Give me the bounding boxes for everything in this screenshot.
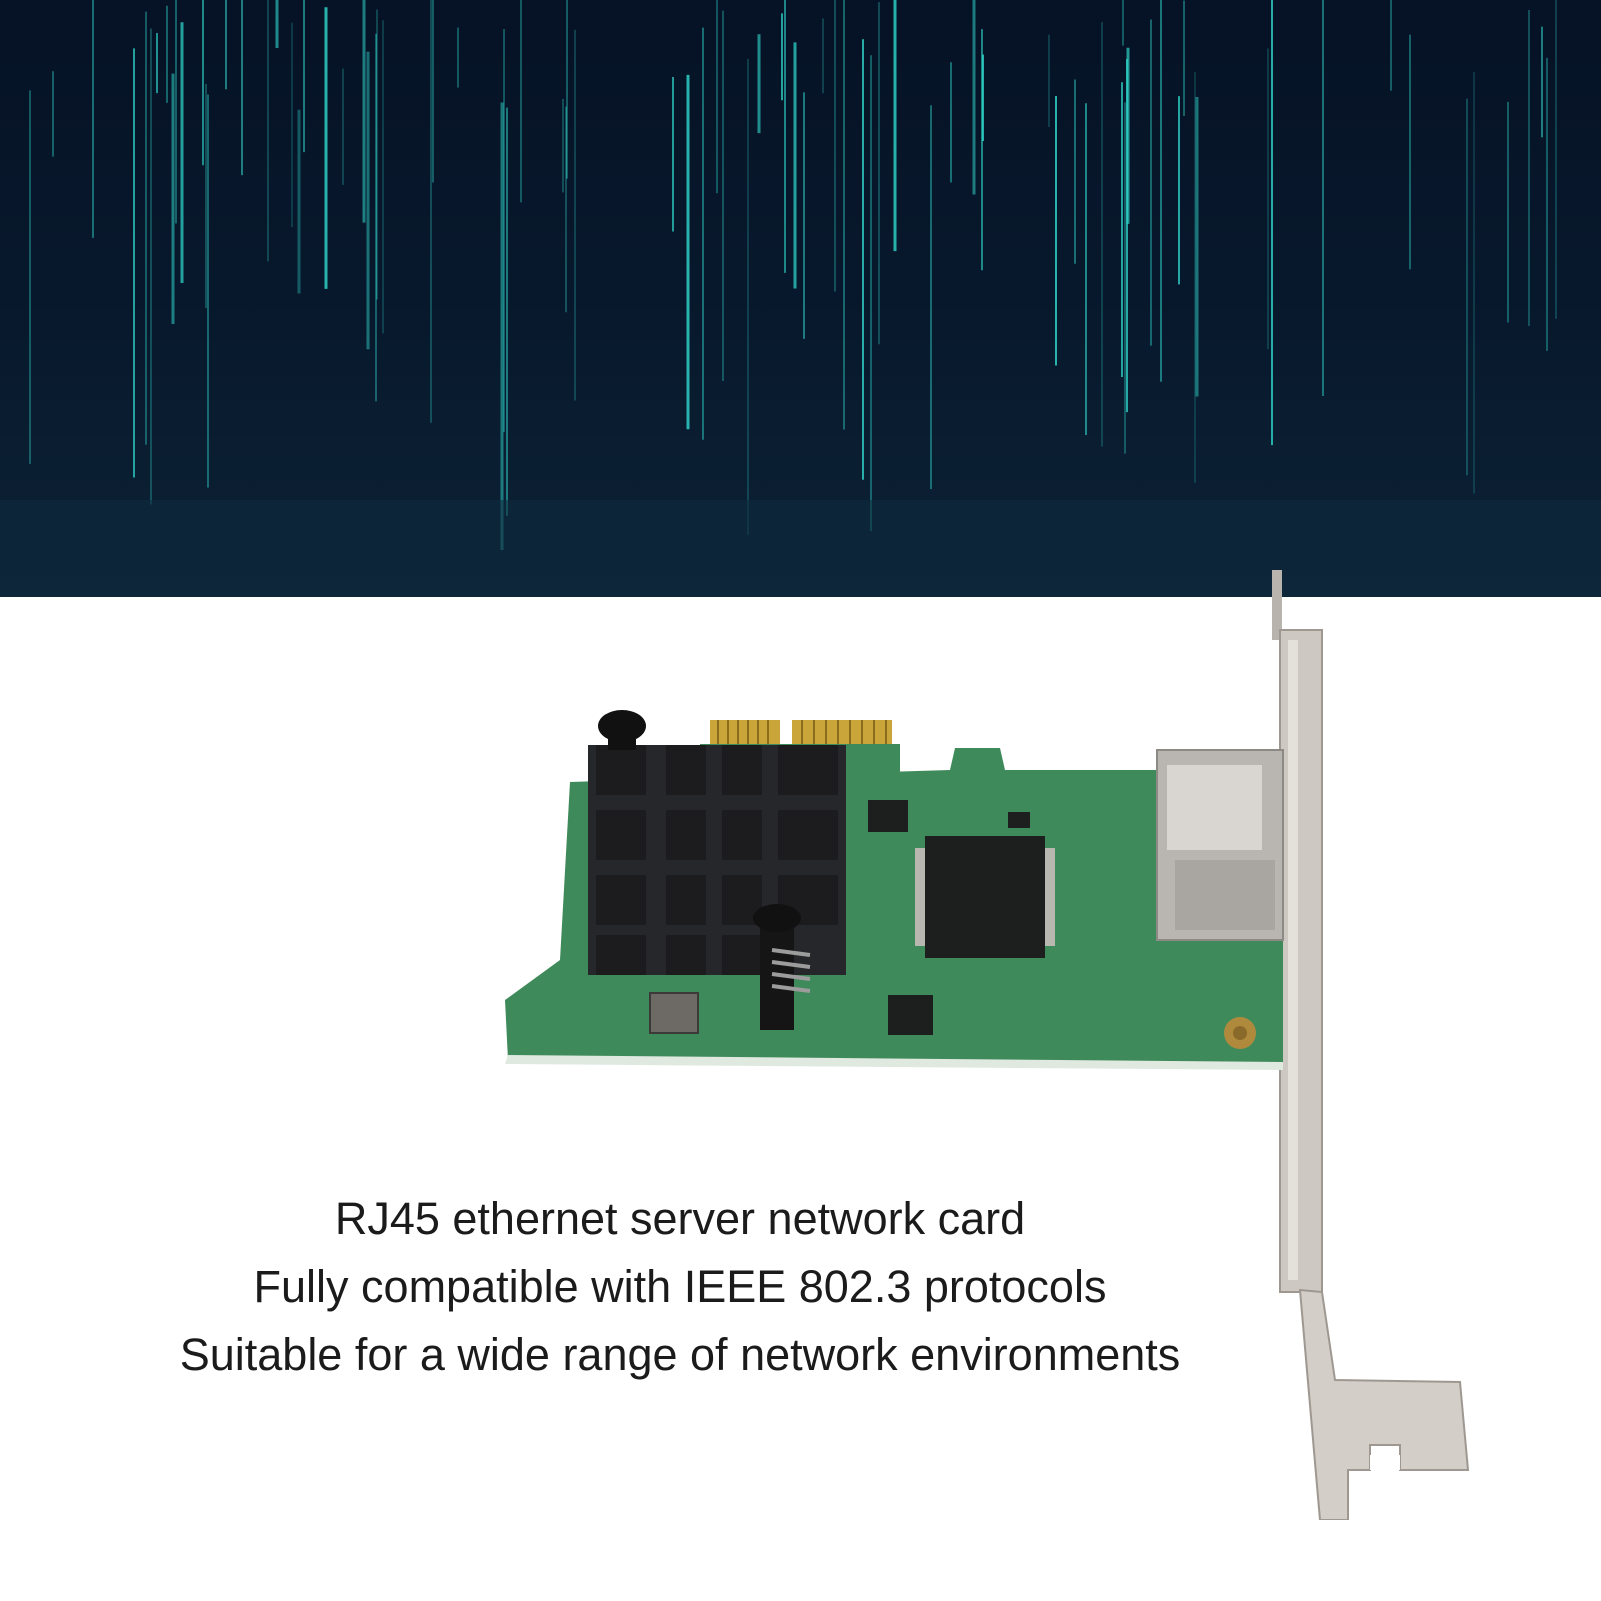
feature-captions: RJ45 ethernet server network card Fully … — [100, 1185, 1260, 1389]
rain-floor-glow — [0, 500, 1601, 597]
feature-line-3: Suitable for a wide range of network env… — [179, 1329, 1181, 1380]
controller-chip — [915, 836, 1055, 958]
feature-line-2: Fully compatible with IEEE 802.3 protoco… — [253, 1261, 1107, 1312]
metal-bracket — [1272, 570, 1470, 1520]
digital-rain-illustration — [0, 0, 1601, 597]
rj45-port — [1156, 749, 1284, 941]
heatsink — [588, 745, 846, 975]
network-card-photo — [505, 570, 1470, 1520]
digital-rain-banner — [0, 0, 1601, 597]
feature-line-1: RJ45 ethernet server network card — [334, 1193, 1026, 1244]
